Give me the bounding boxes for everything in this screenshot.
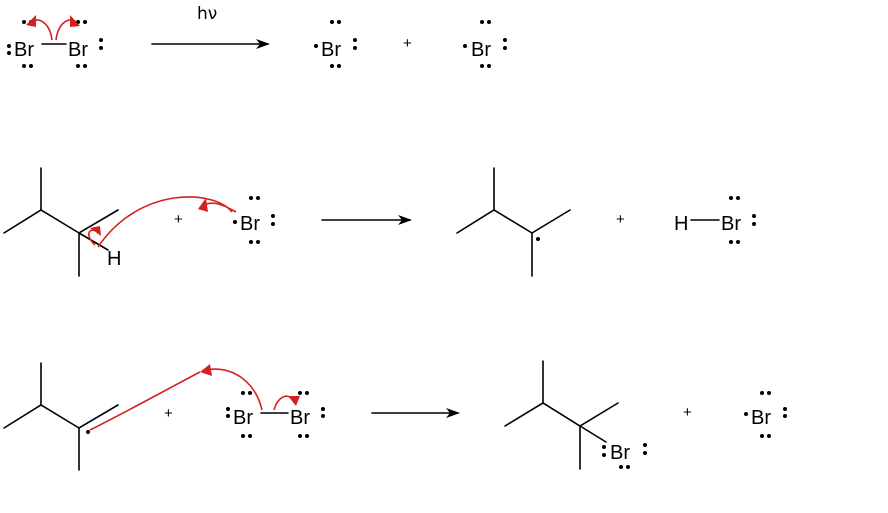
br-radical-product-3: Br (744, 391, 787, 438)
light-condition-label: hν (197, 4, 217, 24)
fishhook-arrow-to-br (97, 196, 233, 248)
br-radical-2-label: Br (471, 39, 491, 61)
fishhook-arrow-br-br (205, 368, 263, 411)
fishhook-head-br (198, 198, 208, 212)
br-atom-left: Br (14, 39, 34, 61)
plus-sign: + (403, 35, 412, 52)
plus-sign: + (683, 404, 692, 421)
radical-dot (86, 430, 90, 434)
hbr-br-label: Br (721, 213, 741, 235)
c-br-bond (579, 425, 607, 443)
br2-reactant: Br Br (226, 391, 325, 438)
br2-right-label: Br (290, 407, 310, 429)
tertiary-bromide-product: Br (504, 360, 647, 470)
step-3-bromine-transfer: + Br Br Br + Br (3, 360, 787, 471)
abstracted-h-atom: H (107, 248, 121, 270)
fishhook-head-ch (90, 226, 101, 236)
br2-molecule: Br Br (7, 15, 103, 68)
alkyl-radical-reactant (3, 362, 119, 471)
fishhook-head-left (26, 15, 36, 27)
carbon-skeleton (3, 404, 119, 429)
fishhook-head-right-br (288, 396, 300, 406)
br-atom-right: Br (68, 39, 88, 61)
step-1-initiation: Br Br hν Br + Br (7, 4, 507, 68)
br-radical-product-2: Br (463, 20, 507, 68)
plus-sign: + (174, 211, 183, 228)
carbon-skeleton (504, 402, 619, 427)
fishhook-head-right (70, 15, 80, 27)
carbon-skeleton (3, 209, 119, 234)
br2-left-label: Br (233, 407, 253, 429)
br-radical-out-label: Br (751, 407, 771, 429)
br-radical-product-1: Br (314, 20, 357, 68)
br-radical-label: Br (240, 213, 260, 235)
step-2-hydrogen-abstraction: H + Br + H Br (3, 167, 756, 277)
br-radical-reactant: Br (233, 196, 275, 244)
product-br-label: Br (610, 442, 630, 464)
br-radical-1-label: Br (321, 39, 341, 61)
tertiary-alkyl-radical (456, 167, 571, 277)
fishhook-arrow-to-bond (89, 371, 201, 431)
carbon-skeleton (456, 209, 571, 234)
radical-dot (536, 237, 540, 241)
isobutane-like-substrate: H (3, 167, 121, 277)
plus-sign: + (164, 405, 173, 422)
fishhook-head-bond (200, 364, 212, 376)
hbr-product: H Br (674, 196, 756, 244)
hbr-h-label: H (674, 213, 688, 235)
plus-sign: + (616, 211, 625, 228)
c-h-bond (78, 232, 109, 251)
